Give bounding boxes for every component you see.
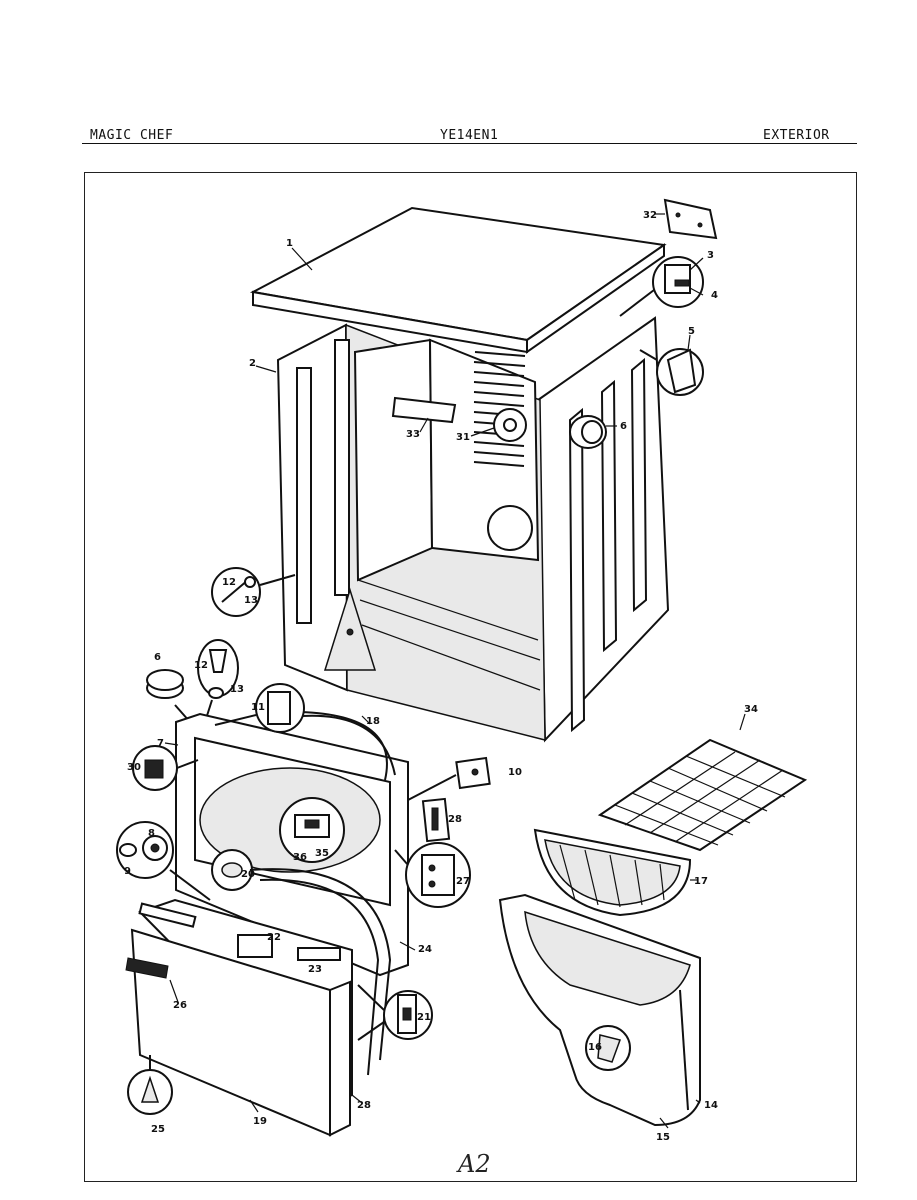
callout-19: 19 — [253, 1116, 267, 1127]
callout-36: 36 — [293, 852, 307, 863]
inset-hinge-27 — [394, 842, 471, 908]
callout-28-seal: 28 — [357, 1100, 371, 1111]
callout-23: 23 — [308, 964, 322, 975]
callout-18: 18 — [366, 716, 380, 727]
inset-hinge-21 — [357, 984, 433, 1041]
inset-strike-28 — [421, 797, 451, 843]
callout-11: 11 — [251, 702, 265, 713]
callout-labels: 1 2 3 4 5 6 6 7 8 9 10 11 12 12 13 13 14… — [124, 210, 758, 1143]
callout-15: 15 — [656, 1132, 670, 1143]
callout-7: 7 — [157, 738, 164, 749]
inset-hinge-11 — [214, 683, 305, 733]
callout-33: 33 — [406, 429, 420, 440]
cabinet-top — [249, 206, 667, 354]
callout-32: 32 — [643, 210, 657, 221]
inset-foot-25 — [127, 1055, 173, 1115]
callout-3: 3 — [707, 250, 714, 261]
vent-grille — [473, 351, 526, 467]
callout-10: 10 — [508, 767, 522, 778]
callout-34: 34 — [744, 704, 758, 715]
page-mark: A2 — [456, 1150, 491, 1178]
leader-lines — [164, 213, 746, 1129]
callout-5: 5 — [688, 326, 695, 337]
door-assembly — [125, 868, 392, 1137]
inset-knob-8-9 — [116, 821, 211, 901]
callout-20: 20 — [241, 869, 255, 880]
callout-24: 24 — [418, 944, 432, 955]
model-number: YE14EN1 — [440, 128, 499, 143]
blower-housing — [493, 408, 607, 449]
bracket-32 — [663, 198, 718, 240]
callout-35: 35 — [315, 848, 329, 859]
callout-13-stack: 13 — [230, 684, 244, 695]
callout-31: 31 — [456, 432, 470, 443]
callout-6-cap: 6 — [154, 652, 161, 663]
inset-switch-30 — [132, 745, 199, 791]
hardware-stack — [146, 639, 239, 723]
diagram-frame — [84, 172, 857, 1182]
callout-4: 4 — [711, 290, 718, 301]
lint-housing — [498, 893, 701, 1127]
callout-13-left: 13 — [244, 595, 258, 606]
inset-clip-5 — [639, 348, 704, 396]
callout-27: 27 — [456, 876, 470, 887]
callout-6-blower: 6 — [620, 421, 627, 432]
callout-30: 30 — [127, 762, 141, 773]
header-rule — [82, 143, 857, 144]
callout-1: 1 — [286, 238, 293, 249]
callout-26: 26 — [173, 1000, 187, 1011]
callout-28-strike: 28 — [448, 814, 462, 825]
callout-16: 16 — [588, 1042, 602, 1053]
cabinet-body — [276, 316, 670, 743]
callout-2: 2 — [249, 358, 256, 369]
section-title: EXTERIOR — [763, 128, 830, 143]
inset-bracket-10 — [407, 756, 491, 801]
inset-sensor-35-36 — [279, 797, 345, 863]
callout-25: 25 — [151, 1124, 165, 1135]
inset-screw-12-13 — [211, 567, 296, 617]
callout-8: 8 — [148, 828, 155, 839]
inset-lamp-20 — [211, 849, 253, 891]
brand-label: MAGIC CHEF — [90, 128, 174, 143]
callout-22: 22 — [267, 932, 281, 943]
callout-14: 14 — [704, 1100, 718, 1111]
lint-filter — [533, 828, 692, 917]
callout-21: 21 — [417, 1012, 431, 1023]
callout-12-left: 12 — [222, 577, 236, 588]
drying-rack — [597, 738, 808, 852]
callout-9: 9 — [124, 866, 131, 877]
callout-17: 17 — [694, 876, 708, 887]
callout-12-stack: 12 — [194, 660, 208, 671]
